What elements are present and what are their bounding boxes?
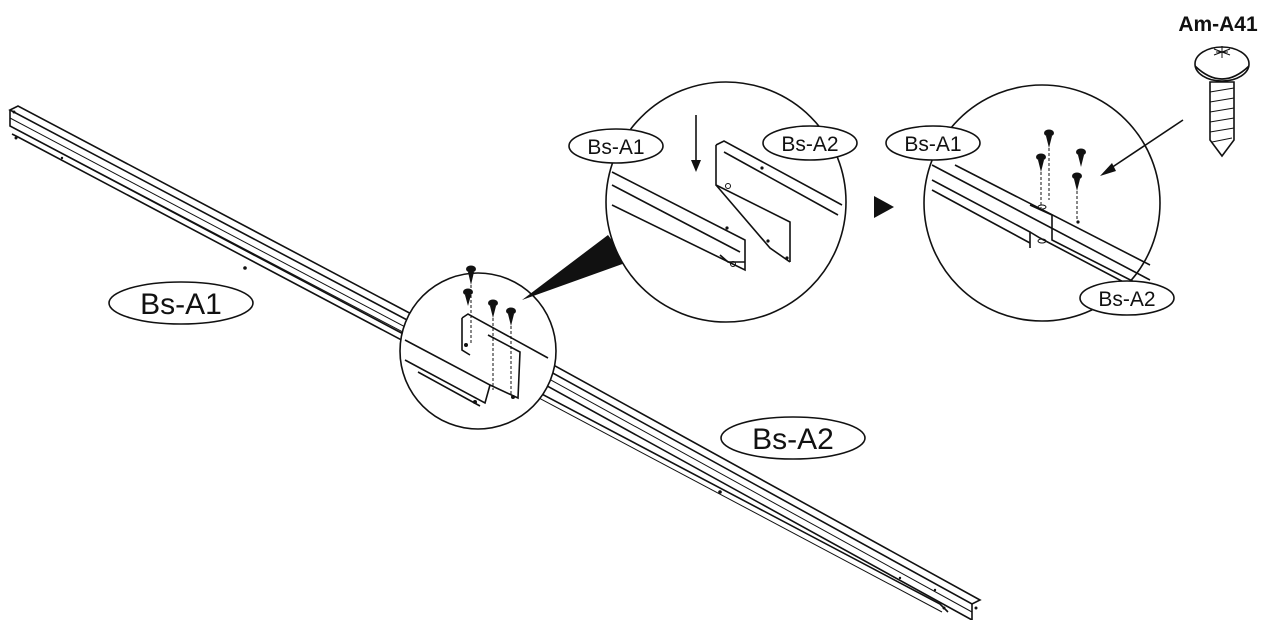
detail-circle-2 [923,84,1184,322]
detail-circle-1 [605,81,847,323]
pan-head-screw-icon [1194,46,1250,158]
label-detail2-bs-a2: Bs-A2 [1079,280,1175,316]
svg-text:Bs-A2: Bs-A2 [1098,288,1155,311]
label-detail2-bs-a1: Bs-A1 [885,125,981,161]
screw-icon [488,299,498,390]
screw-icon [1036,153,1046,208]
svg-text:Bs-A1: Bs-A1 [140,288,222,321]
screw-icon [1044,129,1054,200]
play-triangle-icon [874,196,894,218]
label-screw-part: Am-A41 [1178,13,1258,36]
label-detail1-bs-a2: Bs-A2 [762,125,858,161]
svg-text:Bs-A2: Bs-A2 [781,133,838,156]
screw-icon [463,288,473,306]
svg-text:Bs-A1: Bs-A1 [904,133,961,156]
label-main-bs-a1: Bs-A1 [108,281,254,325]
callout-pointer [522,235,628,300]
screw-icon [1072,172,1082,222]
label-detail1-bs-a1: Bs-A1 [568,128,664,164]
joint-detail-small [399,265,557,430]
screw-icon [506,307,516,395]
screw-icon [1076,148,1086,167]
svg-text:Bs-A2: Bs-A2 [752,423,834,456]
arrow-down-icon [691,115,701,172]
label-main-bs-a2: Bs-A2 [720,416,866,460]
rail-bs-a1 [8,105,472,373]
rail-bs-a2 [499,350,982,620]
svg-text:Bs-A1: Bs-A1 [587,136,644,159]
